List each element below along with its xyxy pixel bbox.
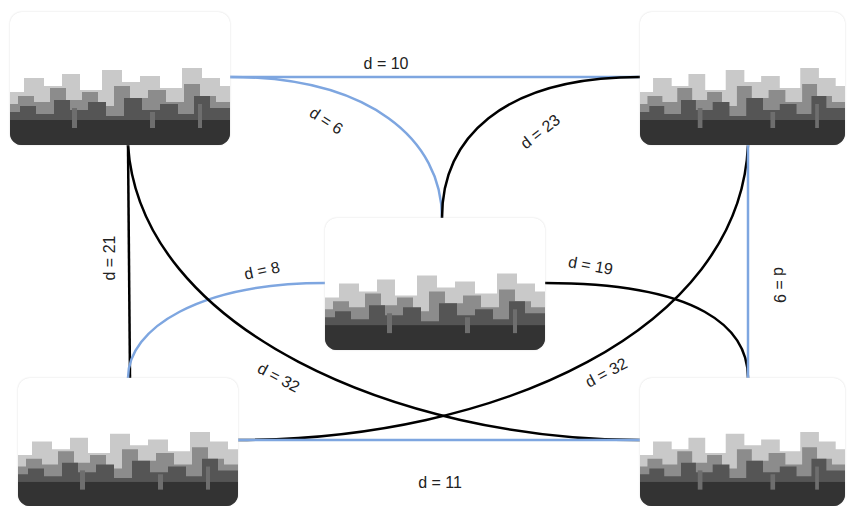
city-node (640, 378, 845, 506)
distance-label: d = 21 (101, 236, 119, 281)
skyline-illustration (640, 378, 845, 506)
distance-label: d = 23 (517, 111, 563, 153)
distance-label: d = 11 (418, 474, 462, 492)
distance-connector (128, 283, 325, 378)
skyline-illustration (10, 12, 230, 145)
skyline-illustration (640, 12, 845, 145)
city-node (640, 12, 845, 145)
distance-connector (230, 77, 442, 218)
distance-label: d = 6 (306, 104, 346, 139)
skyline-illustration (18, 378, 238, 506)
city-node (325, 218, 545, 350)
distance-connector (238, 439, 640, 442)
distance-label: d = 19 (566, 253, 613, 279)
distance-label: d = 9 (770, 267, 788, 303)
distance-connector (545, 283, 748, 378)
city-node (18, 378, 238, 506)
distance-connector (230, 76, 640, 79)
distance-label: d = 8 (243, 258, 282, 283)
distance-label: d = 32 (254, 360, 302, 397)
distance-label: d = 10 (364, 55, 409, 73)
distance-connector (747, 145, 750, 378)
skyline-illustration (325, 218, 545, 350)
city-node (10, 12, 230, 145)
distance-connector (128, 145, 130, 378)
distance-connector (442, 77, 640, 218)
